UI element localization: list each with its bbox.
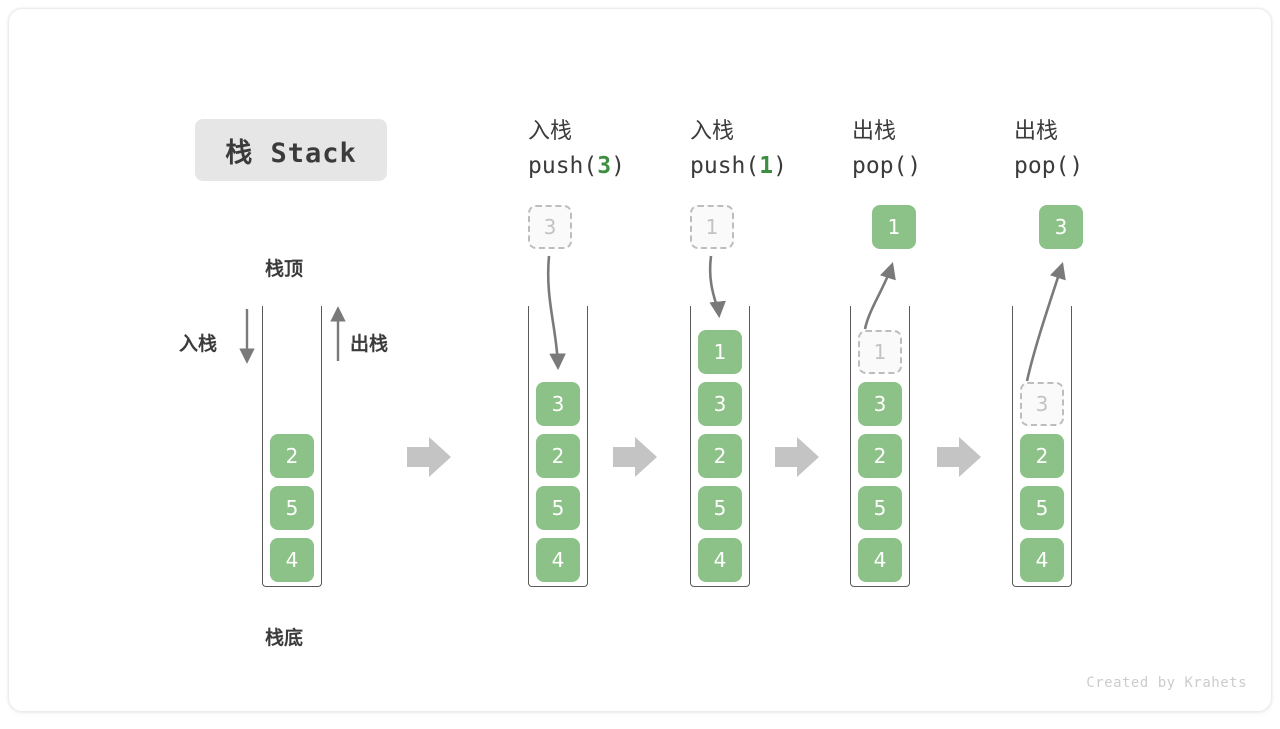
stack-cell: 5 <box>1020 486 1064 530</box>
floating-cell-push-3: 3 <box>528 205 572 249</box>
stack-cell: 3 <box>858 382 902 426</box>
push-direction-label: 入栈 <box>179 333 218 355</box>
column-header-pop-1: 出栈 pop() <box>852 115 1052 183</box>
footer-credit: Created by Krahets <box>1086 675 1247 691</box>
stack-cell-ghost: 3 <box>1020 382 1064 426</box>
stack-cell: 2 <box>270 434 314 478</box>
stack-tube-push-1 <box>690 306 750 587</box>
column-header-code: push(3) <box>528 149 728 183</box>
column-header-push-3: 入栈 push(3) <box>528 115 728 183</box>
title-badge: 栈 Stack <box>195 119 387 181</box>
code-pre: pop( <box>1014 153 1070 179</box>
code-post: ) <box>773 153 787 179</box>
stack-tube-pop-1 <box>850 306 910 587</box>
column-header-code: pop() <box>1014 149 1214 183</box>
column-header-cn: 入栈 <box>690 119 735 144</box>
stack-tube-pop-2 <box>1012 306 1072 587</box>
stack-cell: 3 <box>536 382 580 426</box>
code-arg: 3 <box>597 153 612 179</box>
column-header-pop-2: 出栈 pop() <box>1014 115 1214 183</box>
code-pre: push( <box>528 153 598 179</box>
stack-cell: 3 <box>698 382 742 426</box>
stack-tube-push-3 <box>528 306 588 587</box>
transition-arrow-1 <box>407 437 451 477</box>
column-header-cn: 出栈 <box>852 119 897 144</box>
stack-cell: 4 <box>270 538 314 582</box>
floating-cell-push-1: 1 <box>690 205 734 249</box>
stack-cell-ghost: 1 <box>858 330 902 374</box>
stack-cell: 2 <box>858 434 902 478</box>
code-pre: pop( <box>852 153 908 179</box>
code-post: ) <box>907 153 922 179</box>
stack-cell: 5 <box>698 486 742 530</box>
pop-direction-label: 出栈 <box>350 333 389 355</box>
transition-arrow-4 <box>937 437 981 477</box>
stack-cell: 2 <box>698 434 742 478</box>
code-post: ) <box>1069 153 1084 179</box>
code-pre: push( <box>690 153 760 179</box>
column-header-cn: 入栈 <box>528 119 573 144</box>
column-header-cn: 出栈 <box>1014 119 1059 144</box>
transition-arrow-2 <box>613 437 657 477</box>
stack-cell: 4 <box>536 538 580 582</box>
stack-cell: 1 <box>698 330 742 374</box>
column-header-code: push(1) <box>690 149 890 183</box>
stack-tube-initial <box>262 306 322 587</box>
stack-cell: 4 <box>858 538 902 582</box>
code-arg: 1 <box>759 153 774 179</box>
code-post: ) <box>611 153 625 179</box>
diagram-card: 栈 Stack 入栈 push(3) 入栈 push(1) 出栈 pop() 出… <box>8 8 1272 712</box>
stack-top-label: 栈顶 <box>265 258 304 280</box>
stack-bottom-label: 栈底 <box>265 627 304 649</box>
column-header-code: pop() <box>852 149 1052 183</box>
column-header-push-1: 入栈 push(1) <box>690 115 890 183</box>
stack-cell: 5 <box>858 486 902 530</box>
stack-cell: 5 <box>536 486 580 530</box>
floating-cell-pop-2: 3 <box>1039 205 1083 249</box>
transition-arrow-3 <box>775 437 819 477</box>
stack-cell: 4 <box>1020 538 1064 582</box>
stack-cell: 5 <box>270 486 314 530</box>
stack-cell: 2 <box>536 434 580 478</box>
stack-cell: 4 <box>698 538 742 582</box>
floating-cell-pop-1: 1 <box>872 205 916 249</box>
stack-cell: 2 <box>1020 434 1064 478</box>
